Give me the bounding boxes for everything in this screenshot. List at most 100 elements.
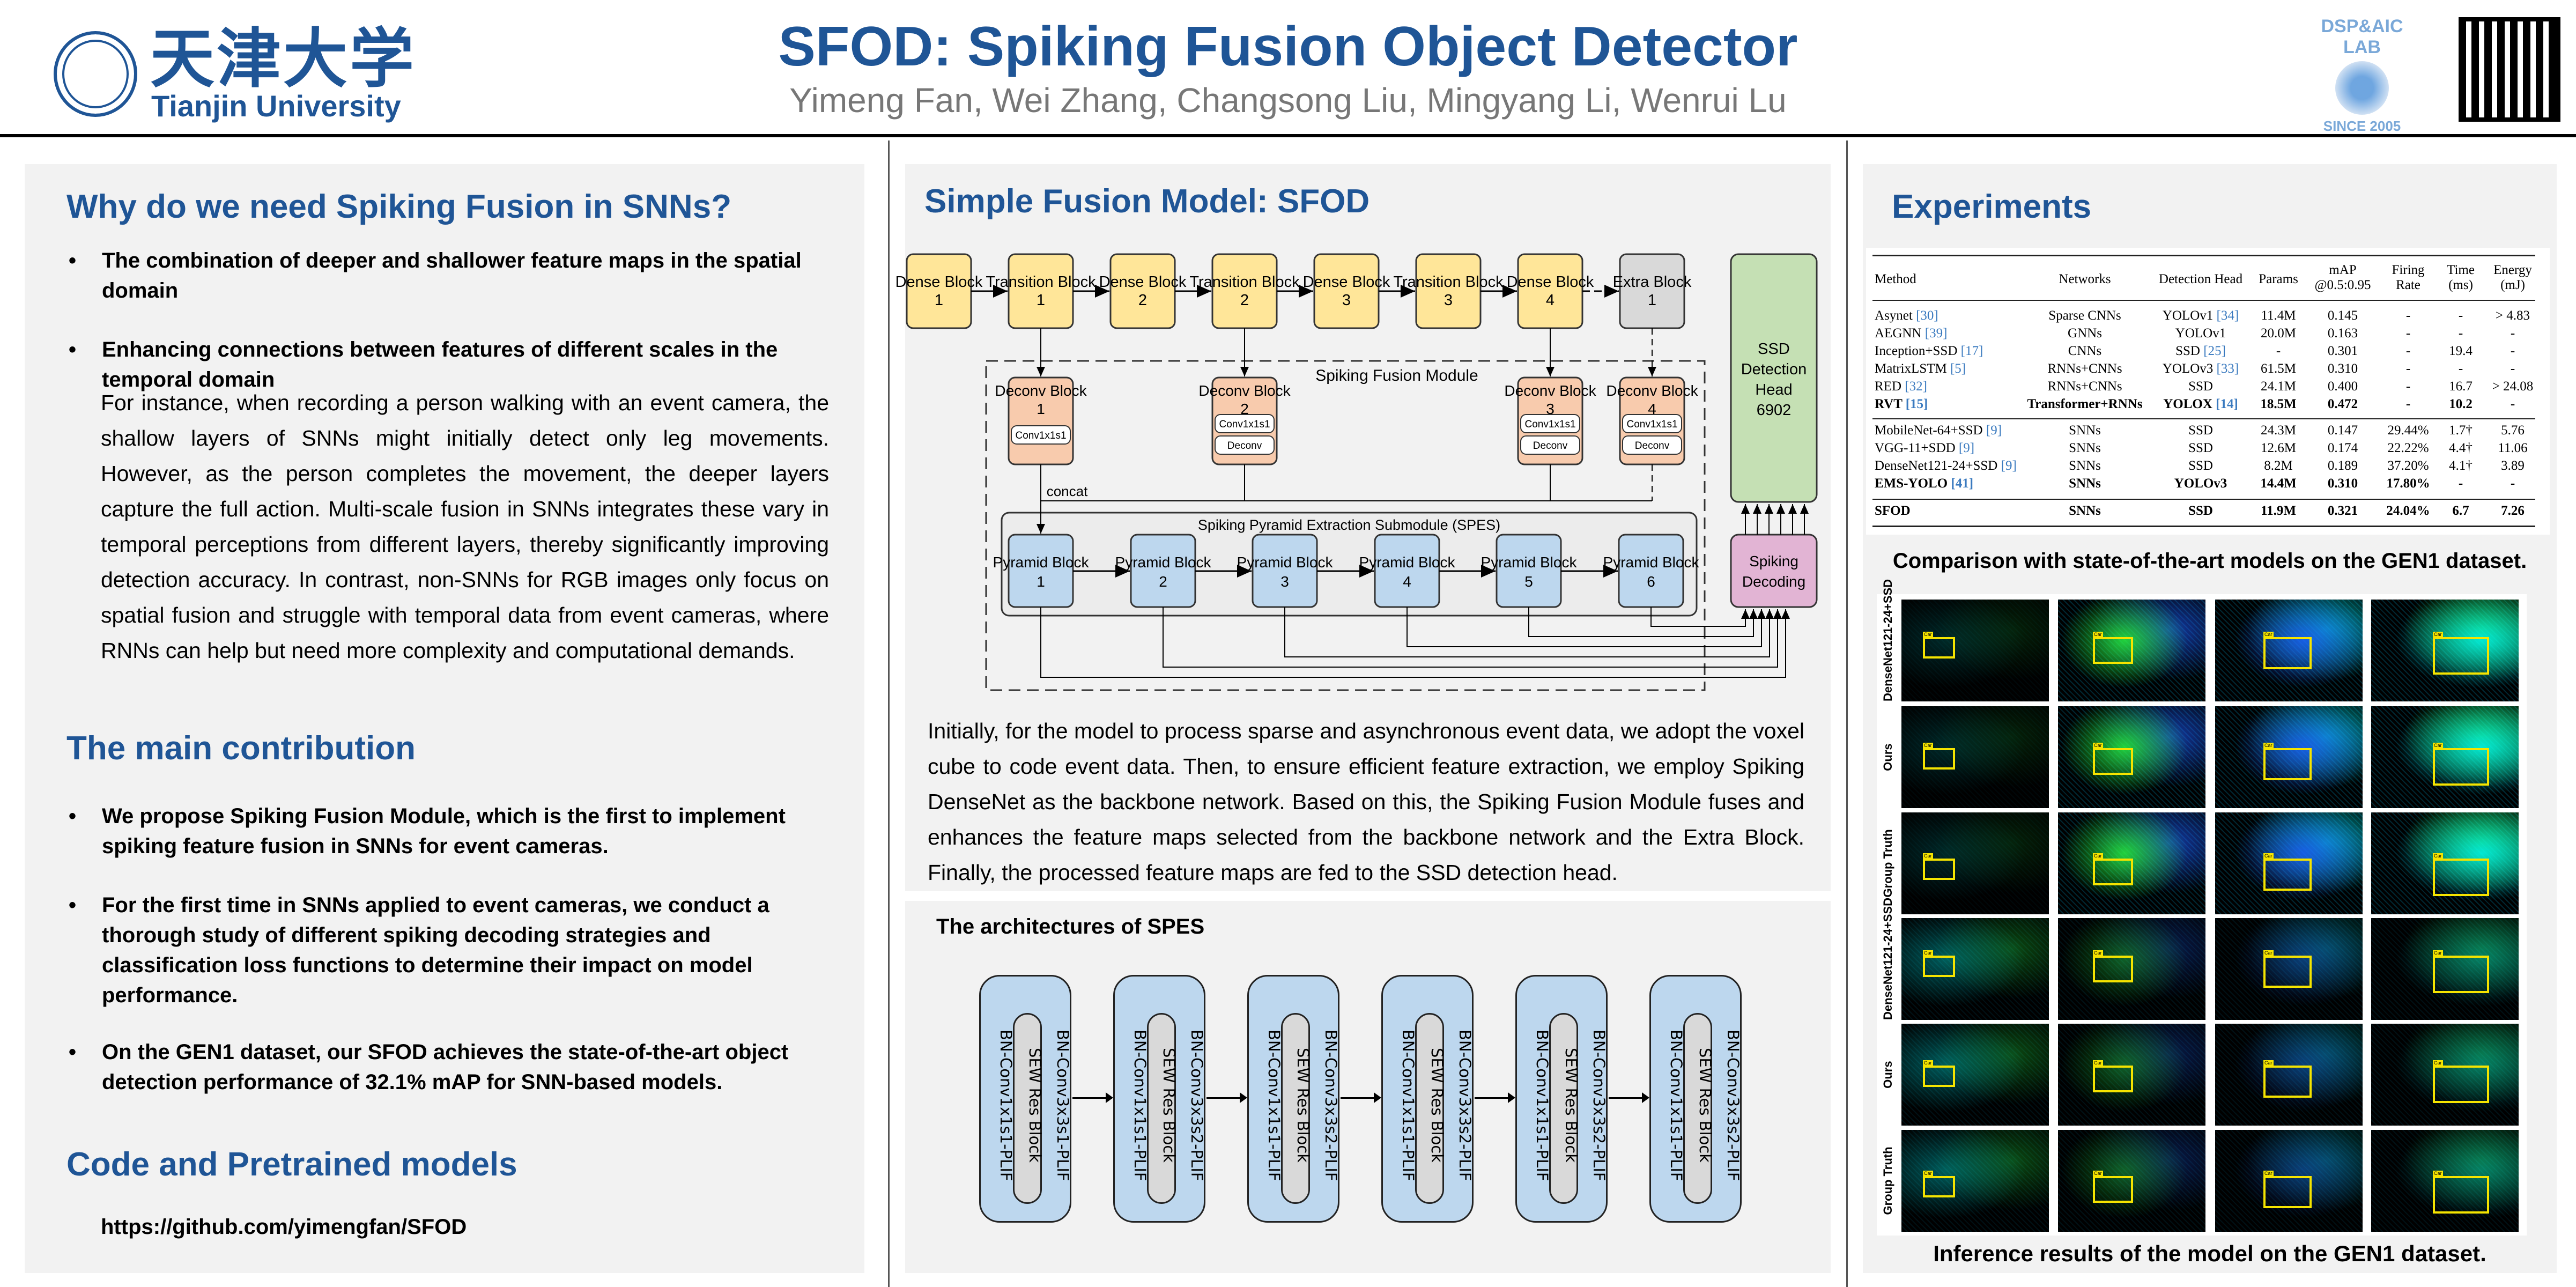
- table-cell-fr: 29.44%: [2387, 423, 2429, 438]
- spes-top-label: BN-Conv3x3s2-PLIF: [1724, 1029, 1742, 1181]
- table-cell-map: 0.163: [2327, 326, 2358, 341]
- spes-label-line: Spiking Pyramid Extraction Submodule (SP…: [1198, 517, 1500, 533]
- citation-link[interactable]: [41]: [1951, 476, 1974, 491]
- why-bullet: The combination of deeper and shallower …: [69, 246, 820, 306]
- event-frame-image: Car: [2215, 600, 2363, 701]
- backbone-block-label-line: 1: [1648, 292, 1656, 309]
- contribution-bullet: We propose Spiking Fusion Module, which …: [69, 801, 820, 861]
- detection-box: Car: [2093, 853, 2133, 885]
- spes-bottom-label: BN-Conv1x1s1-PLIF: [997, 1029, 1015, 1181]
- citation-link[interactable]: [34]: [2216, 308, 2239, 323]
- lab-logo-text: DSP&AIC LAB: [2321, 16, 2403, 57]
- event-frame-image: Car: [2058, 706, 2205, 808]
- citation-link[interactable]: [9]: [2001, 458, 2017, 473]
- table-cell-method: Inception+SSD [17]: [1875, 344, 1983, 359]
- table-cell-map: 0.310: [2327, 361, 2358, 376]
- table-cell-params: 11.4M: [2261, 308, 2296, 323]
- deconv-sub-label-line: Deconv: [1533, 440, 1568, 452]
- citation-link[interactable]: [14]: [2216, 397, 2238, 411]
- table-cell-detection-head: SSD: [2188, 423, 2213, 438]
- table-cell-energy: -: [2510, 326, 2515, 341]
- table-rule: [1872, 255, 2535, 256]
- detection-box-label: Car: [2263, 853, 2274, 859]
- pyramid-block: [1496, 534, 1562, 608]
- pyramid-block-label-line: 3: [1280, 573, 1289, 590]
- table-cell-time: -: [2458, 308, 2463, 323]
- spes-mid-label: SEW Res Block: [1294, 1047, 1312, 1163]
- table-cell-method: MobileNet-64+SSD [9]: [1875, 423, 2002, 438]
- table-cell-fr: 37.20%: [2387, 458, 2429, 473]
- table-cell-time: 19.4: [2449, 344, 2473, 358]
- table-cell-fr: 17.80%: [2386, 476, 2430, 491]
- pyramid-block-label-line: 2: [1159, 573, 1167, 590]
- citation-link[interactable]: [25]: [2203, 344, 2226, 358]
- citation-link[interactable]: [9]: [1986, 423, 2002, 438]
- event-frame-image: Car: [1901, 1130, 2049, 1232]
- detection-head-name: YOLOv3: [2162, 361, 2214, 376]
- spes-arrow: [1072, 1092, 1113, 1103]
- table-background: [1866, 248, 2550, 535]
- event-frame-image: Car: [1901, 812, 2049, 914]
- ssd-head-label-line: Detection: [1741, 361, 1807, 378]
- detection-box-label: Car: [2263, 1060, 2274, 1066]
- row-label: Ours: [1881, 743, 1894, 771]
- table-cell-map: 0.321: [2327, 504, 2358, 518]
- pyramid-block: [1252, 534, 1318, 608]
- pyramid-block: [1130, 534, 1196, 608]
- ssd-head-label-line: Head: [1755, 381, 1792, 398]
- backbone-block-label-line: 2: [1240, 292, 1249, 309]
- contribution-heading: The main contribution: [66, 730, 416, 767]
- citation-link[interactable]: [39]: [1924, 326, 1948, 341]
- table-cell-detection-head: SSD: [2188, 379, 2213, 394]
- spes-top-label: BN-Conv3x3s1-PLIF: [1054, 1029, 1072, 1181]
- citation-link[interactable]: [5]: [1950, 361, 1966, 376]
- table-cell-networks: CNNs: [2068, 344, 2102, 358]
- detection-head-name: YOLOv3: [2174, 476, 2227, 491]
- citation-link[interactable]: [33]: [2216, 361, 2239, 376]
- table-cell-time: -: [2458, 476, 2463, 491]
- pyramid-block-label-line: 5: [1524, 573, 1533, 590]
- row-label: DenseNet121-24+SSD: [1881, 897, 1894, 1020]
- citation-link[interactable]: [32]: [1905, 379, 1927, 394]
- pyramid-block-label-line: 6: [1647, 573, 1655, 590]
- event-frame-image: Car: [2371, 918, 2519, 1020]
- concat-label-line: concat: [1047, 483, 1088, 499]
- backbone-block: [1313, 253, 1380, 329]
- citation-link[interactable]: [9]: [1958, 441, 1975, 455]
- model-heading: Simple Fusion Model: SFOD: [924, 183, 1370, 220]
- detection-box: Car: [2433, 1060, 2489, 1103]
- detection-box: Car: [2093, 743, 2133, 775]
- citation-link[interactable]: [15]: [1905, 397, 1928, 411]
- table-cell-fr: -: [2405, 308, 2411, 323]
- event-frame-image: Car: [2215, 1130, 2363, 1232]
- backbone-block-label-line: Transition Block: [1393, 273, 1504, 291]
- code-url-link[interactable]: https://github.com/yimengfan/SFOD: [101, 1215, 467, 1239]
- table-cell-method: RED [32]: [1875, 379, 1927, 394]
- table-cell-params: 18.5M: [2260, 397, 2297, 411]
- spes-label: Spiking Pyramid Extraction Submodule (SP…: [1198, 517, 1500, 533]
- detection-box: Car: [2093, 950, 2133, 982]
- citation-link[interactable]: [30]: [1916, 308, 1938, 323]
- backbone-block-label-line: Extra Block: [1613, 273, 1692, 291]
- table-header-cell: Energy (mJ): [2493, 263, 2532, 292]
- backbone-block: [906, 253, 972, 329]
- fusion-module-label-line: Spiking Fusion Module: [1315, 367, 1478, 384]
- table-cell-detection-head: YOLOX [14]: [2163, 397, 2238, 412]
- deconv-sub-label-line: Conv1x1s1: [1219, 419, 1270, 430]
- why-bullet: Enhancing connections between features o…: [69, 335, 820, 395]
- table-cell-networks: SNNs: [2069, 423, 2101, 438]
- backbone-block-label-line: 4: [1546, 292, 1555, 309]
- detection-box: Car: [2093, 1171, 2133, 1203]
- citation-link[interactable]: [17]: [1960, 344, 1983, 358]
- table-header-cell: Time (ms): [2447, 263, 2475, 292]
- detection-box-label: Car: [1923, 950, 1933, 956]
